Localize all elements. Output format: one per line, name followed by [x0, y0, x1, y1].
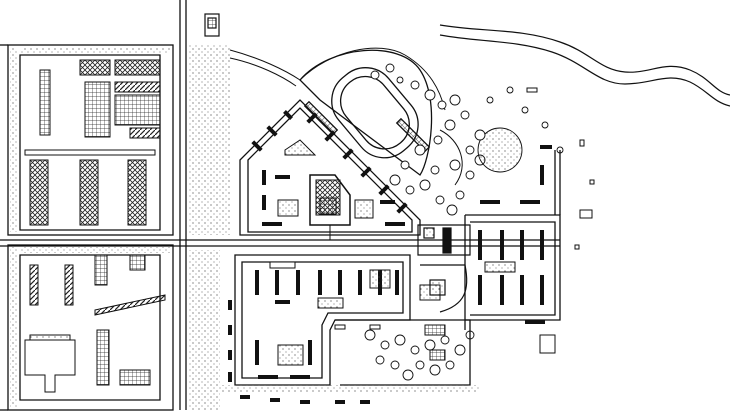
east-district [464, 150, 561, 330]
central-green-belt [179, 0, 230, 410]
stadium [299, 49, 433, 176]
north-gate-building [204, 13, 220, 37]
central-buildings [251, 110, 408, 226]
school-area [417, 224, 471, 313]
west-district [0, 44, 174, 411]
green-strips-west [10, 47, 170, 407]
east-buildings [478, 145, 552, 324]
south-central-squares [269, 261, 446, 366]
central-squares [277, 139, 374, 240]
west-upper-buildings [24, 59, 161, 226]
park-trees [364, 63, 564, 381]
east-squares [484, 87, 595, 354]
south-edge-green [220, 385, 480, 393]
river [439, 24, 730, 107]
west-lower-buildings [24, 254, 166, 393]
main-road [0, 239, 560, 247]
